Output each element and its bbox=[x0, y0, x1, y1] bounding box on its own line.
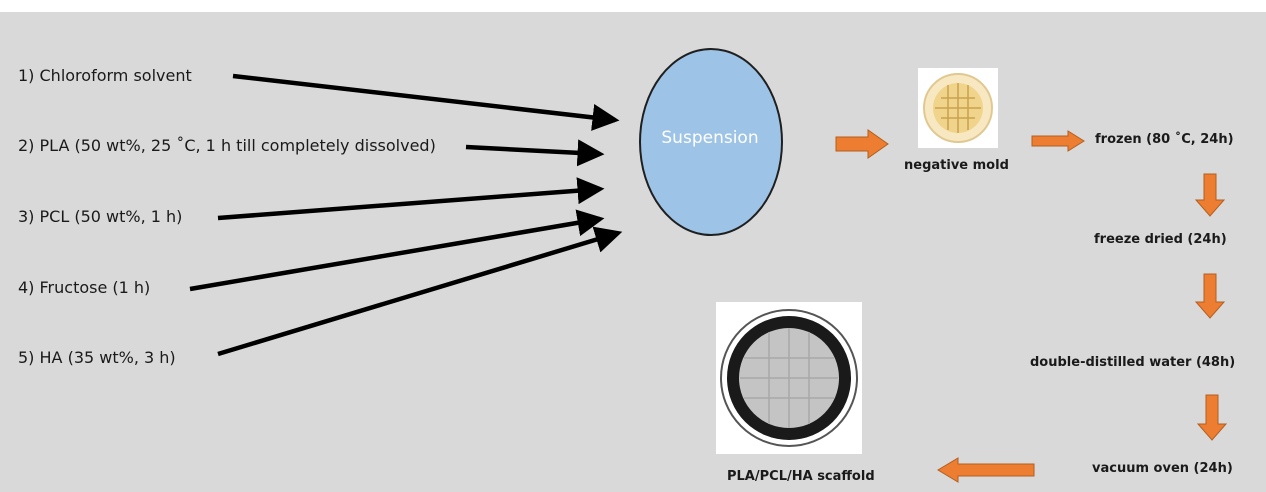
vacuum-oven-step: vacuum oven (24h) bbox=[1092, 461, 1233, 476]
input-pcl: 3) PCL (50 wt%, 1 h) bbox=[18, 207, 183, 226]
arrow-to-frozen bbox=[1031, 130, 1085, 152]
arrow-ha bbox=[217, 226, 623, 357]
input-fructose: 4) Fructose (1 h) bbox=[18, 278, 151, 297]
diagram-background bbox=[0, 12, 1266, 492]
input-pla: 2) PLA (50 wt%, 25 ˚C, 1 h till complete… bbox=[18, 136, 436, 155]
freeze-dried-step: freeze dried (24h) bbox=[1094, 232, 1227, 247]
arrow-fructose bbox=[189, 209, 605, 292]
input-chloroform: 1) Chloroform solvent bbox=[18, 66, 192, 85]
arrow-to-mold bbox=[835, 129, 889, 159]
arrow-chloroform bbox=[232, 73, 620, 131]
suspension-ellipse bbox=[639, 48, 783, 236]
arrow-to-ddw bbox=[1194, 273, 1226, 319]
scaffold-label: PLA/PCL/HA scaffold bbox=[727, 469, 875, 484]
negative-mold-label: negative mold bbox=[904, 158, 1009, 173]
ddw-step: double-distilled water (48h) bbox=[1030, 355, 1236, 370]
arrow-to-freeze-dried bbox=[1194, 173, 1226, 217]
negative-mold-image bbox=[918, 68, 998, 148]
arrow-to-scaffold bbox=[937, 457, 1035, 483]
suspension-label: Suspension bbox=[661, 128, 759, 148]
arrow-pla bbox=[465, 139, 605, 167]
arrow-pcl bbox=[217, 177, 605, 221]
scaffold-image bbox=[716, 302, 862, 454]
input-ha: 5) HA (35 wt%, 3 h) bbox=[18, 348, 176, 367]
arrow-to-vacuum bbox=[1196, 394, 1228, 441]
frozen-step: frozen (80 ˚C, 24h) bbox=[1095, 132, 1234, 147]
